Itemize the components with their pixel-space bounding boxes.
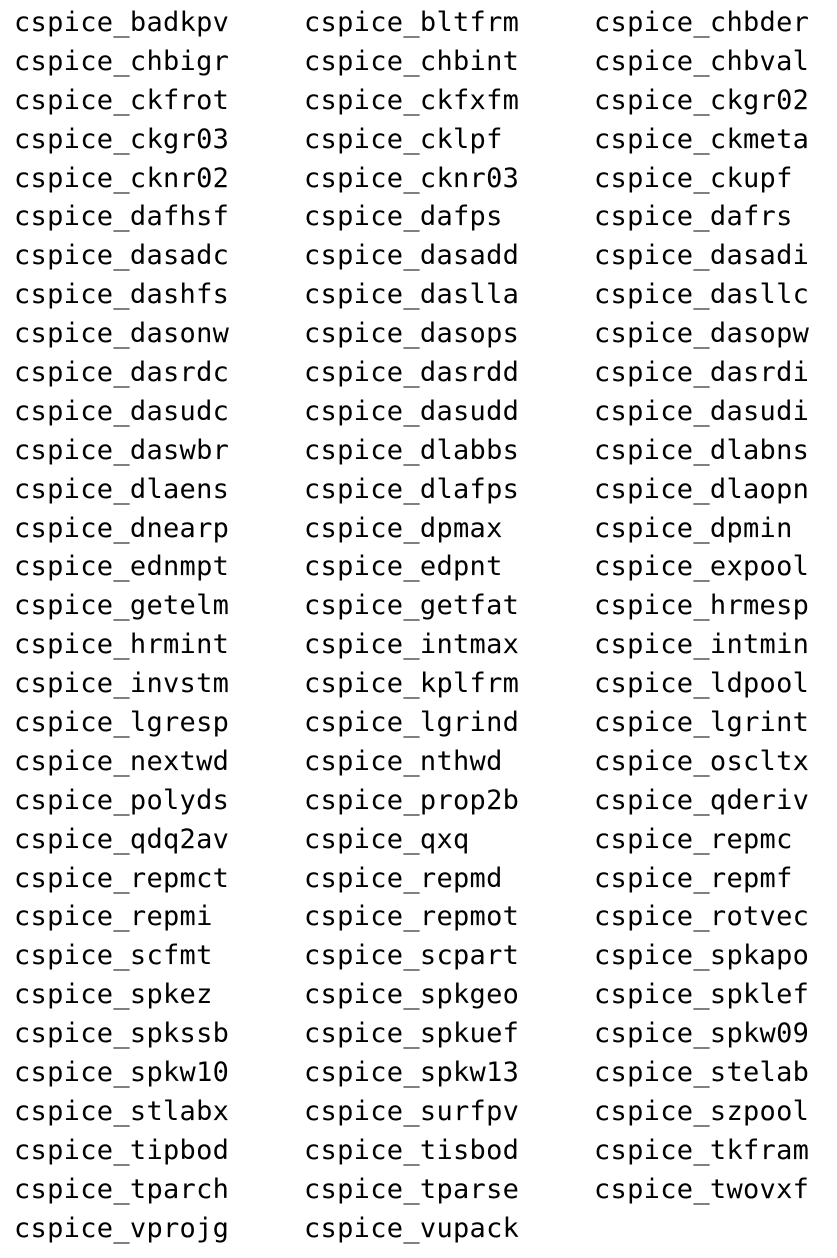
- function-name: cspice_dpmax: [304, 512, 503, 544]
- function-name: cspice_lgresp: [14, 707, 230, 739]
- function-name: cspice_dafhsf: [14, 201, 230, 233]
- function-name: cspice_dlaopn: [594, 473, 810, 505]
- function-name: cspice_spklef: [594, 979, 810, 1011]
- function-name: cspice_ckfxfm: [304, 84, 520, 116]
- function-name: cspice_scfmt: [14, 940, 213, 972]
- function-name: cspice_tipbod: [14, 1134, 230, 1166]
- function-name: cspice_dasrdc: [14, 357, 230, 389]
- function-name: cspice_repmi: [14, 901, 213, 933]
- function-name: cspice_dasadc: [14, 240, 230, 272]
- function-name: cspice_dasudc: [14, 395, 230, 427]
- function-name: cspice_intmax: [304, 629, 520, 661]
- function-name: cspice_kplfrm: [304, 668, 520, 700]
- function-name: cspice_edpnt: [304, 551, 503, 583]
- function-name: cspice_getelm: [14, 590, 230, 622]
- function-name: cspice_qdq2av: [14, 823, 230, 855]
- function-name: cspice_chbder: [594, 7, 810, 38]
- function-name: cspice_repmot: [304, 901, 520, 933]
- function-name: cspice_rotvec: [594, 901, 810, 933]
- function-name: cspice_getfat: [304, 590, 520, 622]
- function-name: cspice_dlafps: [304, 473, 520, 505]
- function-name: cspice_repmc: [594, 823, 793, 855]
- function-name: cspice_repmd: [304, 862, 503, 894]
- function-name: cspice_hrmint: [14, 629, 230, 661]
- function-name: cspice_ednmpt: [14, 551, 230, 583]
- function-name: cspice_dlabns: [594, 434, 810, 466]
- function-name: cspice_repmct: [14, 862, 230, 894]
- function-name: cspice_dasopw: [594, 318, 810, 350]
- function-name: cspice_ckgr02: [594, 84, 810, 116]
- function-name: cspice_dasudi: [594, 395, 810, 427]
- function-name: cspice_cknr03: [304, 162, 520, 194]
- function-name: cspice_dlaens: [14, 473, 230, 505]
- function-name: cspice_ckmeta: [594, 123, 810, 155]
- function-name: cspice_dasudd: [304, 395, 520, 427]
- function-name: cspice_spkgeo: [304, 979, 520, 1011]
- function-name: cspice_expool: [594, 551, 810, 583]
- function-name: cspice_nthwd: [304, 745, 503, 777]
- function-name: cspice_ldpool: [594, 668, 810, 700]
- function-name: cspice_dafps: [304, 201, 503, 233]
- function-name: cspice_nextwd: [14, 745, 230, 777]
- function-name: cspice_bltfrm: [304, 7, 520, 38]
- function-name: cspice_cknr02: [14, 162, 230, 194]
- function-name: cspice_cklpf: [304, 123, 503, 155]
- function-name: cspice_spkez: [14, 979, 213, 1011]
- function-name: cspice_ckgr03: [14, 123, 230, 155]
- function-name: cspice_dasrdd: [304, 357, 520, 389]
- function-name: cspice_daswbr: [14, 434, 230, 466]
- function-name: cspice_ckupf: [594, 162, 793, 194]
- function-list: cspice_badkpv cspice_bltfrm cspice_chbde…: [14, 4, 837, 1249]
- function-name: cspice_intmin: [594, 629, 810, 661]
- function-name: cspice_spkw09: [594, 1018, 810, 1050]
- function-name: cspice_spkssb: [14, 1018, 230, 1050]
- function-name: cspice_chbint: [304, 45, 520, 77]
- function-name: cspice_badkpv: [14, 7, 230, 38]
- function-name: cspice_prop2b: [304, 784, 520, 816]
- function-name: cspice_tparse: [304, 1173, 520, 1205]
- function-name: cspice_spkw10: [14, 1057, 230, 1089]
- function-name: cspice_tisbod: [304, 1134, 520, 1166]
- function-name: cspice_daslla: [304, 279, 520, 311]
- function-name: cspice_lgrint: [594, 707, 810, 739]
- function-name: cspice_spkapo: [594, 940, 810, 972]
- function-name: cspice_qxq: [304, 823, 470, 855]
- function-name: cspice_dashfs: [14, 279, 230, 311]
- function-name: cspice_qderiv: [594, 784, 810, 816]
- function-name: cspice_lgrind: [304, 707, 520, 739]
- function-name: cspice_polyds: [14, 784, 230, 816]
- function-name: cspice_surfpv: [304, 1095, 520, 1127]
- function-name: cspice_spkw13: [304, 1057, 520, 1089]
- function-name: cspice_twovxf: [594, 1173, 810, 1205]
- function-name: cspice_vupack: [304, 1212, 520, 1244]
- function-name: cspice_ckfrot: [14, 84, 230, 116]
- function-name: cspice_dasadi: [594, 240, 810, 272]
- function-name: cspice_invstm: [14, 668, 230, 700]
- function-name: cspice_dasrdi: [594, 357, 810, 389]
- function-name: cspice_dasops: [304, 318, 520, 350]
- function-name: cspice_stlabx: [14, 1095, 230, 1127]
- function-name: cspice_dasadd: [304, 240, 520, 272]
- function-name: cspice_dnearp: [14, 512, 230, 544]
- function-name: cspice_chbval: [594, 45, 810, 77]
- function-name: cspice_repmf: [594, 862, 793, 894]
- function-name: cspice_oscltx: [594, 745, 810, 777]
- function-name: cspice_dasonw: [14, 318, 230, 350]
- function-name: cspice_spkuef: [304, 1018, 520, 1050]
- function-name: cspice_stelab: [594, 1057, 810, 1089]
- function-name: cspice_dasllc: [594, 279, 810, 311]
- function-name: cspice_scpart: [304, 940, 520, 972]
- function-name: cspice_tkfram: [594, 1134, 810, 1166]
- function-name: cspice_tparch: [14, 1173, 230, 1205]
- function-name: cspice_dafrs: [594, 201, 793, 233]
- function-name: cspice_chbigr: [14, 45, 230, 77]
- function-name: cspice_vprojg: [14, 1212, 230, 1244]
- function-name: cspice_dpmin: [594, 512, 793, 544]
- function-name: cspice_hrmesp: [594, 590, 810, 622]
- function-name: cspice_dlabbs: [304, 434, 520, 466]
- function-name: cspice_szpool: [594, 1095, 810, 1127]
